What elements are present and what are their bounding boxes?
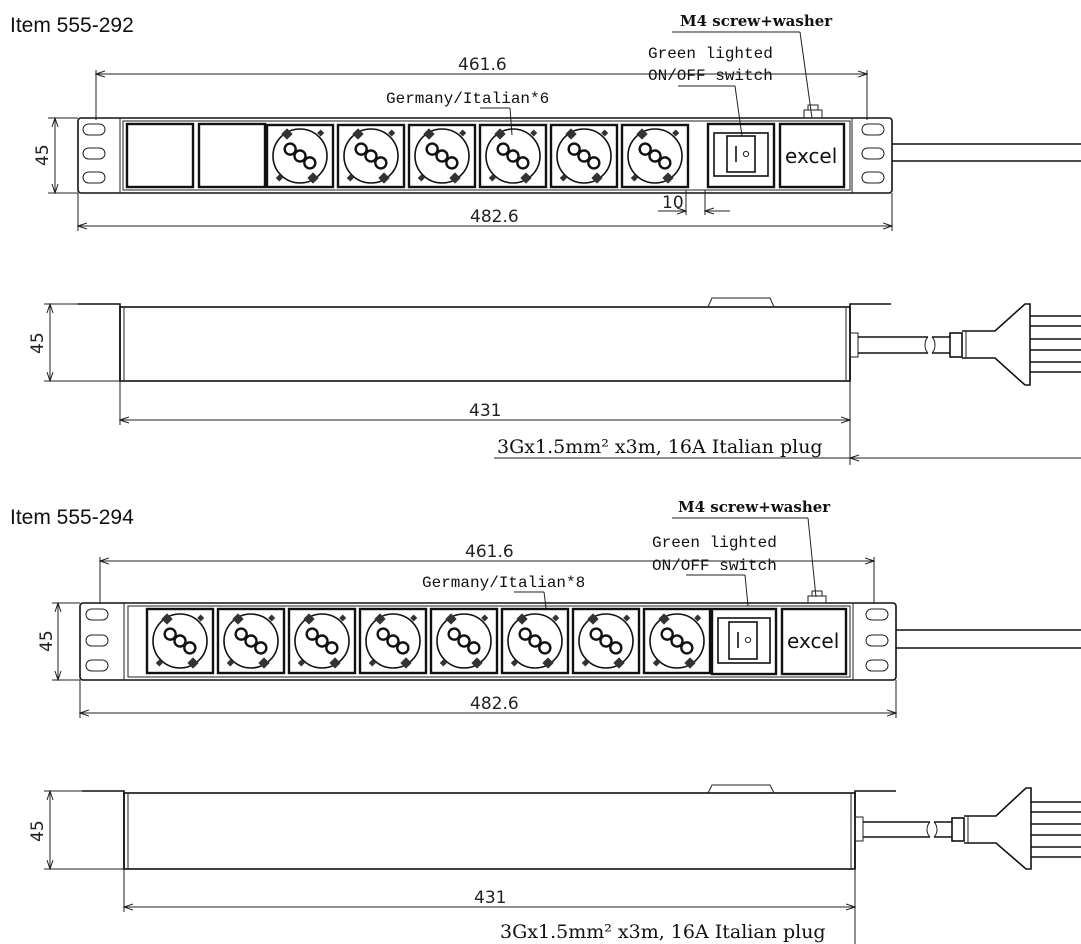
- socket: [549, 123, 619, 189]
- socket-strip: [127, 605, 851, 678]
- switch-callout-line2: ON/OFF switch: [648, 67, 773, 85]
- socket-row: [145, 607, 712, 675]
- blank-module: [125, 122, 195, 189]
- item-555-294: Item 555-294 M4 screw+washer Green light…: [10, 498, 1081, 944]
- mount-slot: [861, 147, 885, 160]
- on-off-switch: [710, 607, 778, 676]
- socket: [500, 607, 570, 675]
- mount-slot: [82, 147, 106, 160]
- mount-slot: [861, 123, 885, 136]
- socket-leader-line: [543, 591, 547, 609]
- socket: [429, 607, 499, 675]
- item-555-292: Item 555-292 M4 screw+washer Green light…: [10, 12, 1081, 465]
- socket-callout: Germany/Italian*6: [386, 90, 549, 108]
- side-height-label: 45: [28, 332, 48, 354]
- socket: [358, 607, 428, 675]
- mount-slot: [865, 608, 889, 621]
- excel-logo: excel: [778, 122, 846, 189]
- mount-slot: [865, 659, 889, 672]
- socket: [642, 607, 712, 675]
- socket: [287, 607, 357, 675]
- dim-inner-label: 461.6: [458, 55, 507, 75]
- front-panel: [79, 602, 897, 681]
- dim-gap-label: 10: [662, 193, 684, 213]
- screw-callout: M4 screw+washer: [678, 498, 831, 516]
- switch-callout-line1: Green lighted: [652, 534, 777, 552]
- on-off-switch: [706, 122, 776, 189]
- logo-text: excel: [785, 144, 837, 168]
- mount-slot: [82, 171, 106, 184]
- socket-callout: Germany/Italian*8: [422, 574, 585, 592]
- side-length-label: 431: [474, 888, 506, 908]
- socket: [336, 123, 406, 189]
- socket-strip: [122, 120, 851, 191]
- mount-slot: [85, 608, 109, 621]
- side-view: [78, 297, 1081, 386]
- side-height-label: 45: [28, 820, 48, 842]
- socket: [407, 123, 477, 189]
- front-panel: [77, 117, 893, 194]
- switch-leader-line: [734, 85, 743, 137]
- logo-text: excel: [787, 629, 839, 653]
- dim-outer-label: 482.6: [470, 694, 519, 714]
- screw-leader-line: [807, 517, 817, 598]
- socket: [145, 607, 215, 675]
- mount-slot: [861, 171, 885, 184]
- socket: [571, 607, 641, 675]
- blank-module: [197, 122, 267, 189]
- item-title: Item 555-294: [10, 506, 134, 529]
- socket: [478, 123, 548, 189]
- m4-screw: [807, 590, 827, 604]
- mount-slot: [85, 659, 109, 672]
- switch-callout-line2: ON/OFF switch: [652, 557, 777, 575]
- side-length-label: 431: [469, 401, 501, 421]
- side-view: [82, 784, 1081, 870]
- cable-label: 3Gx1.5mm² x3m, 16A Italian plug: [500, 921, 826, 943]
- dim-height-label: 45: [37, 630, 57, 652]
- socket: [265, 123, 335, 189]
- cable-label: 3Gx1.5mm² x3m, 16A Italian plug: [497, 436, 823, 458]
- socket: [216, 607, 286, 675]
- switch-leader-line: [744, 574, 749, 607]
- mount-slot: [82, 123, 106, 136]
- dim-outer-label: 482.6: [470, 207, 519, 227]
- dim-inner-label: 461.6: [465, 542, 514, 562]
- mount-slot: [85, 634, 109, 647]
- excel-logo: excel: [780, 607, 848, 676]
- m4-screw: [803, 104, 823, 119]
- screw-callout: M4 screw+washer: [680, 12, 833, 30]
- mount-slot: [865, 634, 889, 647]
- dim-height-label: 45: [33, 144, 53, 166]
- switch-callout-line1: Green lighted: [648, 45, 773, 63]
- socket: [620, 123, 690, 189]
- socket-row: [265, 123, 690, 189]
- item-title: Item 555-292: [10, 14, 134, 37]
